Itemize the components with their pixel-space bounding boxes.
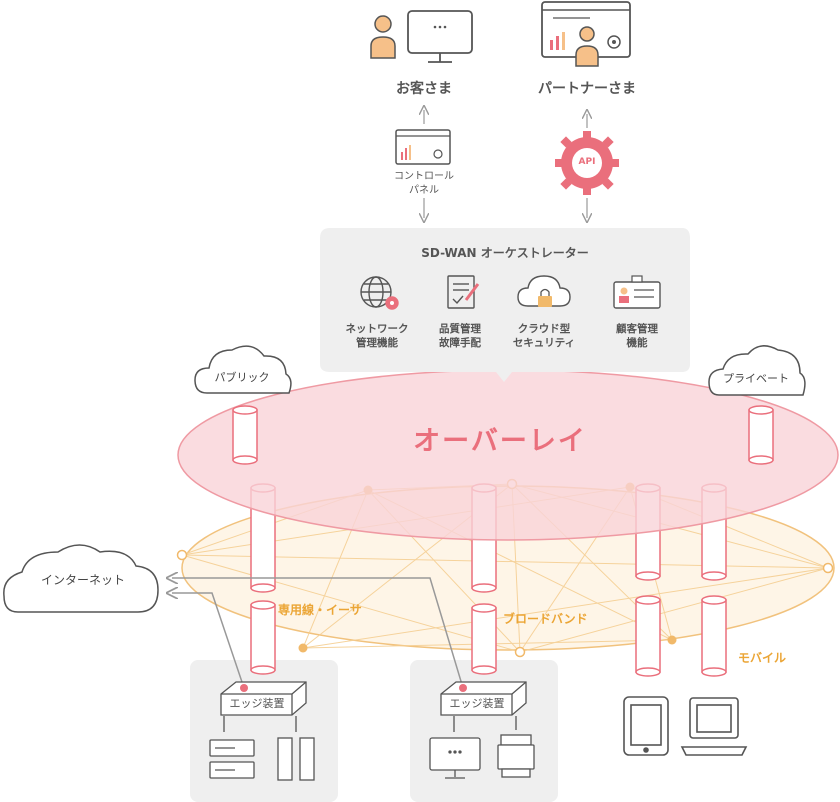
private-cloud-shape: [708, 345, 806, 396]
client-device-icons: [429, 716, 535, 779]
internet-cloud-label: インターネット: [40, 573, 125, 587]
leased-line-label: 専用線・イーサ: [278, 603, 362, 617]
function-line: 管理機能: [356, 337, 398, 350]
edge-panel-center: [410, 660, 558, 802]
cloud-security-icon: [517, 275, 571, 307]
edge-device-left-label: エッジ装置: [229, 697, 285, 710]
function-line: クラウド型: [517, 323, 571, 335]
customer-label: お客さま: [396, 81, 452, 97]
edge-panel-left: [190, 660, 338, 802]
edge-device-left: [220, 681, 307, 716]
partner-icon: [541, 1, 631, 67]
customer-icon: [370, 10, 473, 63]
orchestrator-title: SD-WAN オーケストレーター: [421, 246, 589, 260]
control-panel-label: コントロール パネル: [384, 170, 464, 197]
public-cloud-shape: [194, 345, 292, 394]
function-cloud-security: クラウド型 セキュリティ: [504, 322, 584, 350]
public-cloud-label: パブリック: [214, 371, 270, 384]
broadband-label: ブロードバンド: [503, 612, 588, 626]
api-label: API: [578, 157, 596, 167]
edge-device-center-label: エッジ装置: [449, 697, 505, 710]
partner-label: パートナーさま: [538, 81, 636, 97]
function-line: 機能: [626, 337, 648, 350]
control-panel-line1: コントロール: [394, 171, 454, 182]
internet-cloud-shape: [3, 544, 159, 613]
customer-management-icon: [613, 275, 661, 309]
function-line: 故障手配: [439, 337, 481, 350]
private-cloud-label: プライベート: [723, 372, 789, 385]
function-line: ネットワーク: [345, 323, 409, 335]
cloud-pipes: [232, 405, 774, 465]
network-management-icon: [360, 276, 399, 310]
control-panel-icon: [395, 129, 451, 165]
orchestrator-panel: [320, 228, 690, 382]
mobile-device-icons: [623, 696, 748, 756]
overlay-label: オーバーレイ: [413, 426, 587, 457]
control-panel-line2: パネル: [409, 184, 439, 196]
api-gear-icon: [555, 131, 619, 195]
function-quality-management: 品質管理 故障手配: [420, 322, 500, 350]
quality-report-icon: [447, 275, 480, 309]
function-line: 顧客管理: [616, 323, 658, 335]
function-network-management: ネットワーク 管理機能: [337, 322, 417, 350]
edge-device-center: [440, 681, 527, 716]
internet-routes: [172, 578, 464, 689]
connector-arrows: [424, 110, 587, 218]
function-line: セキュリティ: [512, 337, 576, 350]
function-customer-management: 顧客管理 機能: [597, 322, 677, 350]
mobile-label: モバイル: [738, 651, 787, 665]
server-icons: [209, 716, 315, 781]
function-line: 品質管理: [439, 323, 481, 335]
